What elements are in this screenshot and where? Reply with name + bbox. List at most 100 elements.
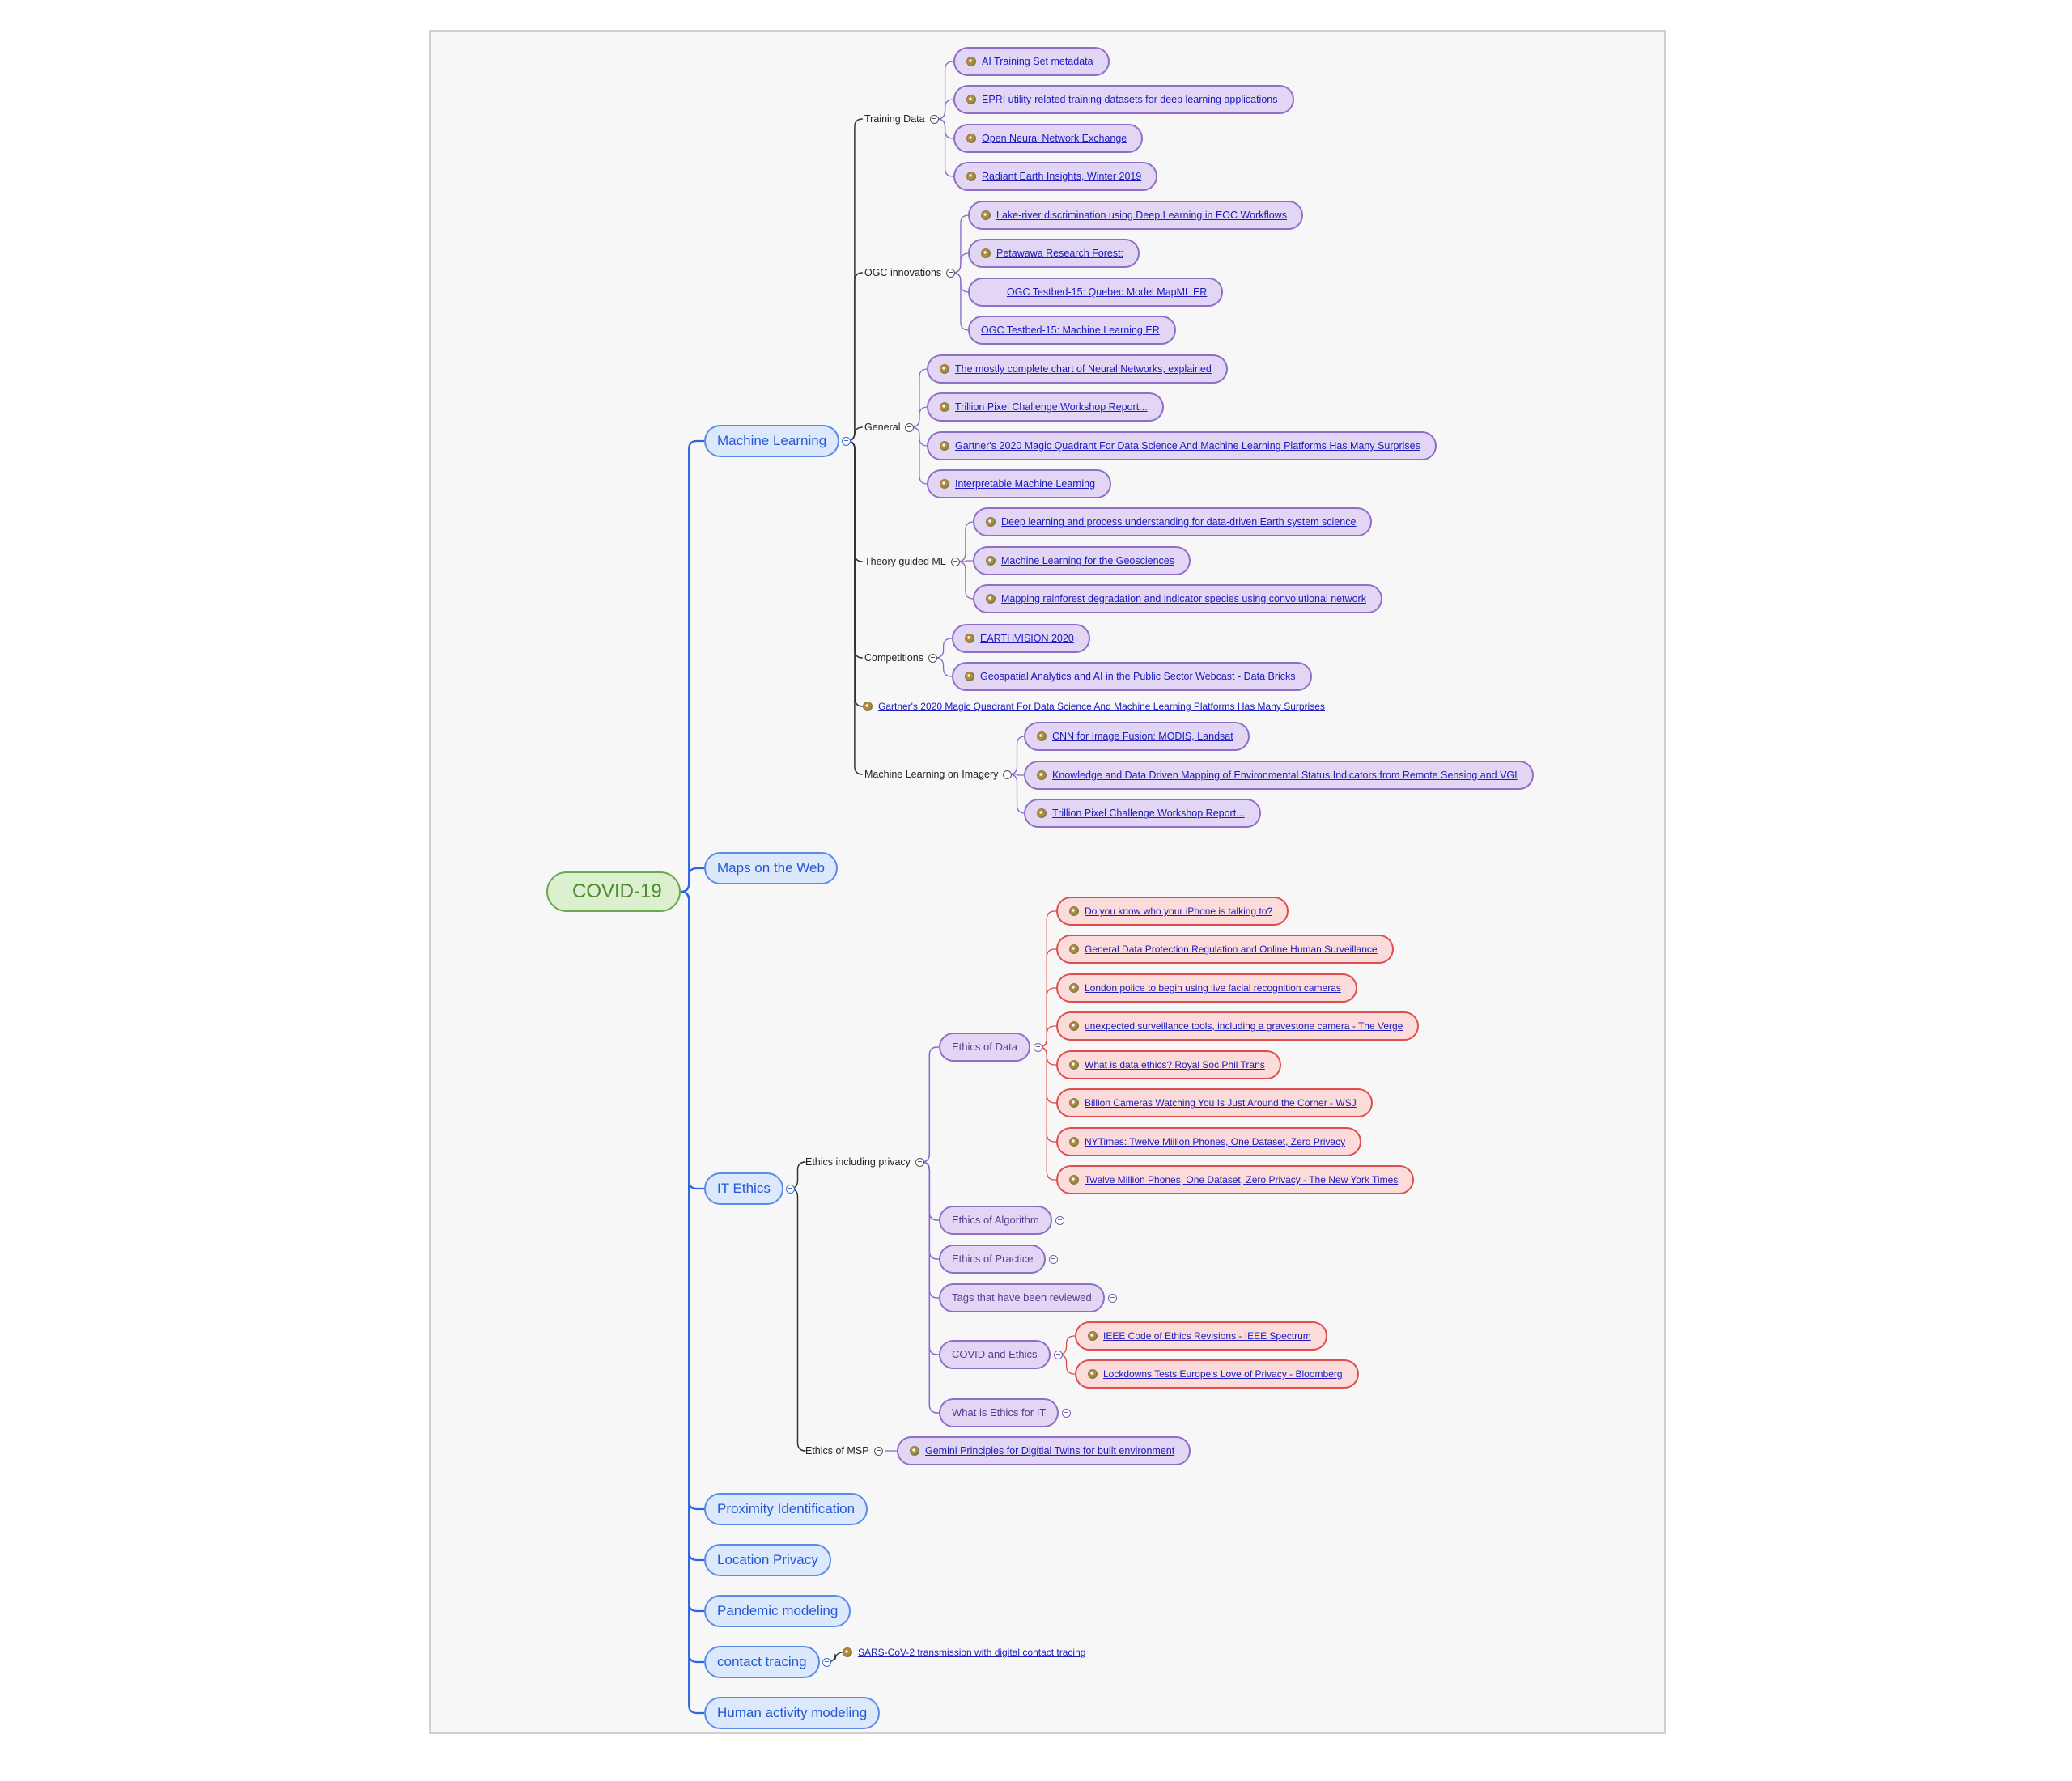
topic-tags-reviewed[interactable]: Tags that have been reviewed	[939, 1283, 1105, 1312]
link-text[interactable]: The mostly complete chart of Neural Netw…	[955, 363, 1212, 375]
link-twelve-million-nyt[interactable]: Twelve Million Phones, One Dataset, Zero…	[1056, 1165, 1415, 1194]
root-node[interactable]: COVID-19	[546, 871, 681, 912]
link-what-is-data-ethics[interactable]: What is data ethics? Royal Soc Phil Tran…	[1056, 1050, 1281, 1079]
topic-location-privacy[interactable]: Location Privacy	[704, 1544, 831, 1576]
collapse-toggle-icon[interactable]	[786, 1184, 795, 1194]
link-sars-cov-2-tracing[interactable]: SARS-CoV-2 transmission with digital con…	[843, 1644, 1085, 1660]
link-text[interactable]: What is data ethics? Royal Soc Phil Tran…	[1085, 1059, 1265, 1071]
link-gartner-text[interactable]: Gartner's 2020 Magic Quadrant For Data S…	[878, 701, 1325, 712]
link-text[interactable]: London police to begin using live facial…	[1085, 982, 1341, 994]
link-text[interactable]: EPRI utility-related training datasets f…	[982, 94, 1278, 105]
topic-human-activity-modeling[interactable]: Human activity modeling	[704, 1697, 881, 1729]
link-interpretable-ml[interactable]: Interpretable Machine Learning	[927, 469, 1112, 498]
collapse-toggle-icon[interactable]	[930, 114, 939, 124]
subtopic-ogc-innovations[interactable]: OGC innovations	[864, 267, 942, 278]
link-ieee-code-of-ethics[interactable]: IEEE Code of Ethics Revisions - IEEE Spe…	[1075, 1321, 1327, 1351]
link-text[interactable]: Open Neural Network Exchange	[982, 133, 1127, 144]
link-text[interactable]: Twelve Million Phones, One Dataset, Zero…	[1085, 1174, 1399, 1185]
link-gdpr-surveillance[interactable]: General Data Protection Regulation and O…	[1056, 935, 1394, 964]
link-iphone-talking[interactable]: Do you know who your iPhone is talking t…	[1056, 897, 1289, 926]
collapse-toggle-icon[interactable]	[822, 1657, 831, 1667]
link-text[interactable]: EARTHVISION 2020	[980, 633, 1074, 644]
link-london-police[interactable]: London police to begin using live facial…	[1056, 973, 1357, 1003]
subtopic-ethics-of-msp[interactable]: Ethics of MSP	[805, 1445, 869, 1457]
link-lockdowns-bloomberg[interactable]: Lockdowns Tests Europe's Love of Privacy…	[1075, 1359, 1359, 1389]
collapse-toggle-icon[interactable]	[1108, 1293, 1117, 1303]
topic-covid-and-ethics[interactable]: COVID and Ethics	[939, 1340, 1051, 1369]
link-ogc-testbed-mapml[interactable]: OGC Testbed-15: Quebec Model MapML ER	[968, 278, 1224, 307]
topic-ethics-of-algorithm[interactable]: Ethics of Algorithm	[939, 1206, 1052, 1235]
link-text[interactable]: Do you know who your iPhone is talking t…	[1085, 905, 1273, 917]
link-text[interactable]: OGC Testbed-15: Machine Learning ER	[981, 324, 1160, 336]
link-billion-cameras-wsj[interactable]: Billion Cameras Watching You Is Just Aro…	[1056, 1088, 1373, 1117]
link-text[interactable]: unexpected surveillance tools, including…	[1085, 1020, 1403, 1032]
link-ml-geosciences[interactable]: Machine Learning for the Geosciences	[973, 546, 1191, 575]
topic-ethics-of-practice[interactable]: Ethics of Practice	[939, 1245, 1047, 1274]
link-gartner-magic-quadrant[interactable]: Gartner's 2020 Magic Quadrant For Data S…	[863, 698, 1325, 715]
link-onnx[interactable]: Open Neural Network Exchange	[953, 124, 1144, 153]
link-text[interactable]: General Data Protection Regulation and O…	[1085, 944, 1378, 955]
link-text[interactable]: Petawawa Research Forest:	[996, 248, 1124, 259]
link-nytimes-twelve-million[interactable]: NYTimes: Twelve Million Phones, One Data…	[1056, 1127, 1362, 1156]
link-trillion-pixel-imagery[interactable]: Trillion Pixel Challenge Workshop Report…	[1024, 799, 1261, 828]
link-text[interactable]: Gartner's 2020 Magic Quadrant For Data S…	[955, 440, 1420, 452]
link-gemini-principles[interactable]: Gemini Principles for Digitial Twins for…	[897, 1436, 1191, 1465]
link-text[interactable]: Lake-river discrimination using Deep Lea…	[996, 210, 1287, 221]
collapse-toggle-icon[interactable]	[928, 653, 937, 663]
link-ai-training-set-metadata[interactable]: AI Training Set metadata	[953, 47, 1110, 76]
link-text[interactable]: Trillion Pixel Challenge Workshop Report…	[955, 401, 1148, 413]
link-cnn-image-fusion[interactable]: CNN for Image Fusion: MODIS, Landsat	[1024, 722, 1250, 751]
link-text[interactable]: Knowledge and Data Driven Mapping of Env…	[1052, 770, 1518, 781]
link-rainforest-degradation[interactable]: Mapping rainforest degradation and indic…	[973, 584, 1382, 613]
link-lake-river[interactable]: Lake-river discrimination using Deep Lea…	[968, 201, 1303, 230]
link-text[interactable]: Lockdowns Tests Europe's Love of Privacy…	[1103, 1368, 1343, 1380]
link-epri-datasets[interactable]: EPRI utility-related training datasets f…	[953, 85, 1294, 114]
subtopic-competitions[interactable]: Competitions	[864, 652, 923, 664]
topic-pandemic-modeling[interactable]: Pandemic modeling	[704, 1595, 851, 1627]
collapse-toggle-icon[interactable]	[915, 1157, 924, 1167]
link-petawawa[interactable]: Petawawa Research Forest:	[968, 239, 1140, 268]
link-ogc-testbed-ml[interactable]: OGC Testbed-15: Machine Learning ER	[968, 316, 1176, 345]
subtopic-ml-on-imagery[interactable]: Machine Learning on Imagery	[864, 769, 999, 780]
topic-machine-learning[interactable]: Machine Learning	[704, 425, 840, 457]
link-text[interactable]: OGC Testbed-15: Quebec Model MapML ER	[1007, 286, 1208, 298]
collapse-toggle-icon[interactable]	[1062, 1408, 1071, 1418]
subtopic-training-data[interactable]: Training Data	[864, 113, 925, 125]
link-text[interactable]: SARS-CoV-2 transmission with digital con…	[858, 1647, 1086, 1658]
subtopic-general[interactable]: General	[864, 422, 901, 433]
collapse-toggle-icon[interactable]	[1003, 770, 1012, 779]
subtopic-theory-guided-ml[interactable]: Theory guided ML	[864, 556, 946, 567]
topic-maps-on-the-web[interactable]: Maps on the Web	[704, 852, 838, 884]
link-text[interactable]: NYTimes: Twelve Million Phones, One Data…	[1085, 1136, 1346, 1147]
link-surveillance-tools-verge[interactable]: unexpected surveillance tools, including…	[1056, 1011, 1420, 1041]
collapse-toggle-icon[interactable]	[946, 268, 955, 278]
link-geospatial-analytics[interactable]: Geospatial Analytics and AI in the Publi…	[952, 662, 1312, 691]
collapse-toggle-icon[interactable]	[1054, 1350, 1063, 1359]
topic-it-ethics[interactable]: IT Ethics	[704, 1172, 783, 1205]
collapse-toggle-icon[interactable]	[874, 1446, 883, 1456]
collapse-toggle-icon[interactable]	[1034, 1042, 1042, 1052]
collapse-toggle-icon[interactable]	[905, 422, 914, 432]
collapse-toggle-icon[interactable]	[1055, 1215, 1064, 1225]
link-text[interactable]: Billion Cameras Watching You Is Just Aro…	[1085, 1097, 1357, 1109]
link-neural-networks-chart[interactable]: The mostly complete chart of Neural Netw…	[927, 354, 1228, 384]
link-text[interactable]: Deep learning and process understanding …	[1001, 516, 1357, 528]
link-text[interactable]: Geospatial Analytics and AI in the Publi…	[980, 671, 1296, 682]
link-knowledge-data-mapping[interactable]: Knowledge and Data Driven Mapping of Env…	[1024, 761, 1534, 790]
link-text[interactable]: Interpretable Machine Learning	[955, 478, 1096, 490]
topic-what-is-ethics-for-it[interactable]: What is Ethics for IT	[939, 1398, 1059, 1427]
link-text[interactable]: AI Training Set metadata	[982, 56, 1093, 67]
link-text[interactable]: Trillion Pixel Challenge Workshop Report…	[1052, 808, 1245, 819]
link-deep-learning-earth[interactable]: Deep learning and process understanding …	[973, 507, 1373, 536]
link-gartner-2020[interactable]: Gartner's 2020 Magic Quadrant For Data S…	[927, 431, 1437, 460]
link-trillion-pixel[interactable]: Trillion Pixel Challenge Workshop Report…	[927, 392, 1164, 422]
topic-contact-tracing[interactable]: contact tracing	[704, 1646, 820, 1678]
subtopic-ethics-including-privacy[interactable]: Ethics including privacy	[805, 1156, 911, 1168]
link-text[interactable]: CNN for Image Fusion: MODIS, Landsat	[1052, 731, 1233, 742]
link-text[interactable]: IEEE Code of Ethics Revisions - IEEE Spe…	[1103, 1330, 1311, 1342]
collapse-toggle-icon[interactable]	[842, 436, 851, 446]
topic-proximity-identification[interactable]: Proximity Identification	[704, 1493, 868, 1525]
collapse-toggle-icon[interactable]	[951, 557, 960, 566]
topic-ethics-of-data[interactable]: Ethics of Data	[939, 1033, 1030, 1062]
link-radiant-earth[interactable]: Radiant Earth Insights, Winter 2019	[953, 162, 1158, 191]
